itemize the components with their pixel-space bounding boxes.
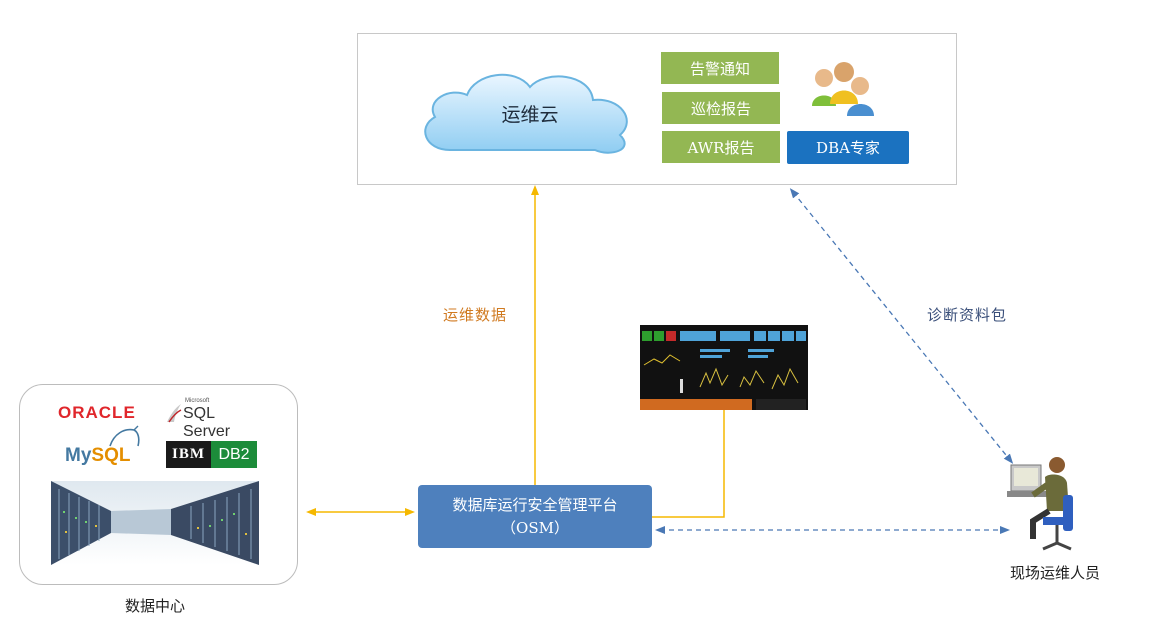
oracle-logo: ORACLE [58, 403, 136, 422]
alert-notification-button[interactable]: 告警通知 [661, 52, 779, 84]
diag-package-arrow [789, 188, 1014, 464]
osm-platform-box[interactable]: 数据库运行安全管理平台 （OSM） [418, 485, 652, 548]
dba-expert-button[interactable]: DBA专家 [787, 131, 909, 164]
mysql-logo: MySQL [65, 445, 131, 466]
sqlserver-logo: Microsoft SQL Server [165, 398, 260, 440]
datacenter-caption: 数据中心 [124, 597, 185, 615]
osm-title: 数据库运行安全管理平台 [452, 495, 618, 514]
cloud-icon [424, 73, 628, 154]
monitor-dashboard-image [640, 325, 808, 410]
diag-package-label: 诊断资料包 [927, 306, 1008, 324]
ops-data-label: 运维数据 [443, 306, 508, 324]
inspection-report-button[interactable]: 巡检报告 [662, 92, 780, 124]
mysql-dolphin-icon [109, 425, 140, 447]
ibm-db2-logo: IBM DB2 [166, 441, 257, 468]
awr-report-button[interactable]: AWR报告 [662, 131, 780, 163]
users-group-icon [812, 62, 874, 116]
osm-monitor-line [652, 410, 725, 518]
sqlserver-icon [167, 404, 182, 423]
onsite-operator-caption: 现场运维人员 [1009, 564, 1100, 582]
operator-at-computer-icon [1007, 457, 1073, 551]
cloud-label: 运维云 [501, 104, 559, 126]
server-room-image [51, 481, 259, 565]
osm-abbrev: （OSM） [501, 518, 569, 537]
